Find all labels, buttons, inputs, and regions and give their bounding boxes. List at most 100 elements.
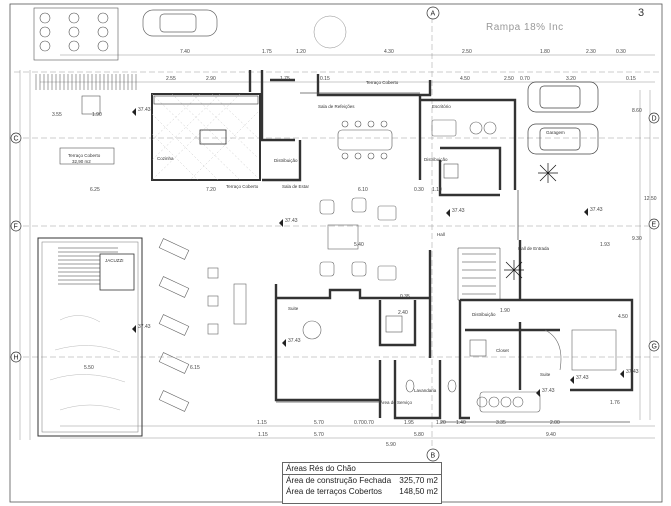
- svg-text:1.20: 1.20: [436, 420, 446, 426]
- plant-star-icons: [504, 163, 558, 280]
- area-value-closed: 325,70 m2: [399, 476, 438, 485]
- label-jacuzzi: JACUZZI: [105, 258, 124, 263]
- svg-text:5.50: 5.50: [84, 365, 94, 371]
- svg-text:4.50: 4.50: [618, 314, 628, 320]
- lounge-chairs: [158, 238, 247, 412]
- axis-label-e: E: [652, 222, 657, 229]
- svg-text:2.50: 2.50: [504, 76, 514, 82]
- svg-text:12.50: 12.50: [644, 196, 657, 202]
- room-label-distribuicao-top: Distribuição: [274, 158, 298, 163]
- dimension-texts-right: 8.60 9.30 1.93 12.50 4.50: [600, 108, 657, 320]
- room-area-terraco-left: 32,90 m2: [72, 159, 91, 164]
- room-label-hall: Hall: [437, 232, 445, 237]
- svg-text:1.15: 1.15: [257, 420, 267, 426]
- room-label-sala-refeicoes: Sala de Refeições: [318, 104, 355, 109]
- svg-text:2.50: 2.50: [462, 49, 472, 55]
- svg-text:1.40: 1.40: [456, 420, 466, 426]
- svg-text:37.43: 37.43: [626, 369, 639, 375]
- dimension-texts-bottom: 1.15 5.70 0.70 1.95 1.20 1.40 3.35 2.00 …: [258, 400, 620, 438]
- svg-text:1.93: 1.93: [600, 242, 610, 248]
- svg-text:37.43: 37.43: [285, 218, 298, 224]
- pool: [37, 237, 143, 437]
- room-label-escritorio: Escritório: [432, 104, 451, 109]
- room-label-sala-estar: Sala de Estar: [282, 184, 310, 189]
- svg-text:2.00: 2.00: [550, 420, 560, 426]
- svg-text:1.90: 1.90: [92, 112, 102, 118]
- room-label-closet: Closet: [496, 348, 510, 353]
- svg-text:37.43: 37.43: [138, 107, 151, 113]
- svg-text:2.30: 2.30: [586, 49, 596, 55]
- svg-text:1.15: 1.15: [258, 432, 268, 438]
- svg-text:6.25: 6.25: [90, 187, 100, 193]
- svg-text:37.43: 37.43: [590, 207, 603, 213]
- axis-label-c: C: [14, 136, 19, 143]
- area-label-covered: Área de terraços Cobertos: [286, 487, 383, 496]
- dimension-texts-top: 7.40 1.75 1.20 4.30 2.50 1.80 2.30 0.30: [180, 49, 626, 55]
- svg-text:0.30: 0.30: [414, 187, 424, 193]
- svg-text:0.30: 0.30: [616, 49, 626, 55]
- bathroom-fixtures: [385, 163, 487, 393]
- area-row-covered: Área de terraços Cobertos 148,50 m2: [283, 486, 441, 497]
- area-row-closed: Área de construção Fechada 325,70 m2: [283, 475, 441, 486]
- room-label-terraco-mid: Terraço Coberto: [226, 184, 259, 189]
- svg-text:0.70: 0.70: [520, 76, 530, 82]
- svg-text:6.15: 6.15: [190, 365, 200, 371]
- tree-icon-top: [313, 15, 347, 49]
- svg-text:37.43: 37.43: [542, 388, 555, 394]
- svg-text:8.60: 8.60: [632, 108, 642, 114]
- svg-text:0.70: 0.70: [354, 420, 364, 426]
- axis-label-a: A: [431, 11, 436, 18]
- svg-text:2.40: 2.40: [398, 310, 408, 316]
- areas-table: Áreas Rés do Chão Área de construção Fec…: [282, 462, 442, 504]
- svg-text:0.15: 0.15: [626, 76, 636, 82]
- svg-text:0.70: 0.70: [364, 420, 374, 426]
- svg-text:9.30: 9.30: [632, 236, 642, 242]
- elevation-texts: 37.43 37.43 37.43 37.43 37.43 37.43 37.4…: [138, 107, 639, 394]
- svg-text:3.35: 3.35: [496, 420, 506, 426]
- svg-text:1.80: 1.80: [540, 49, 550, 55]
- svg-text:2.55: 2.55: [166, 76, 176, 82]
- svg-text:1.75: 1.75: [262, 49, 272, 55]
- room-label-distribuicao-bottom: Distribuição: [472, 312, 496, 317]
- area-value-covered: 148,50 m2: [399, 487, 438, 496]
- kitchen-area: [151, 93, 261, 181]
- room-label-lavandaria: Lavandaria: [414, 388, 437, 393]
- svg-text:9.40: 9.40: [546, 432, 556, 438]
- svg-text:4.50: 4.50: [460, 76, 470, 82]
- room-label-hall-entrada: Hall de Entrada: [518, 246, 550, 251]
- dimension-texts-left: 3.55 1.90 6.25 6.15 5.50 1.15 0.70: [52, 112, 364, 426]
- dimension-texts-second: 2.55 2.90 1.75 0.15 4.50 2.50 0.70 3.20 …: [166, 76, 636, 82]
- axis-label-b: B: [431, 453, 436, 460]
- room-label-suite-left: Suite: [288, 306, 299, 311]
- svg-text:1.76: 1.76: [610, 400, 620, 406]
- svg-text:37.43: 37.43: [288, 338, 301, 344]
- elevation-markers: [132, 108, 624, 397]
- svg-text:0.35: 0.35: [400, 294, 410, 300]
- svg-text:5.70: 5.70: [314, 432, 324, 438]
- dining-table: [337, 120, 393, 160]
- room-label-terraco-top: Terraço Coberto: [366, 80, 399, 85]
- dimension-lines: [19, 54, 655, 440]
- svg-text:4.30: 4.30: [384, 49, 394, 55]
- svg-text:2.90: 2.90: [206, 76, 216, 82]
- svg-text:5.80: 5.80: [414, 432, 424, 438]
- svg-text:1.95: 1.95: [404, 420, 414, 426]
- area-label-closed: Área de construção Fechada: [286, 476, 392, 485]
- room-label-terraco-left: Terraço Coberto: [68, 153, 101, 158]
- terrace-table-left: [59, 95, 115, 165]
- svg-text:0.15: 0.15: [320, 76, 330, 82]
- svg-text:5.90: 5.90: [386, 442, 396, 448]
- svg-text:37.43: 37.43: [576, 375, 589, 381]
- svg-text:7.40: 7.40: [180, 49, 190, 55]
- dimension-texts-mid: 7.20 6.10 0.30 1.10 5.40 2.40 0.35 1.90 …: [206, 187, 510, 448]
- room-label-area-servico: Área de Serviço: [380, 399, 413, 405]
- room-label-cozinha: Cozinha: [157, 156, 174, 161]
- suite-furniture: [476, 329, 617, 413]
- svg-text:1.10: 1.10: [432, 187, 442, 193]
- axis-lines: [14, 8, 660, 460]
- svg-text:37.43: 37.43: [138, 324, 151, 330]
- ramp-label: Rampa 18% Inc: [486, 22, 564, 33]
- plant-icons: [33, 7, 119, 61]
- svg-text:1.75: 1.75: [280, 76, 290, 82]
